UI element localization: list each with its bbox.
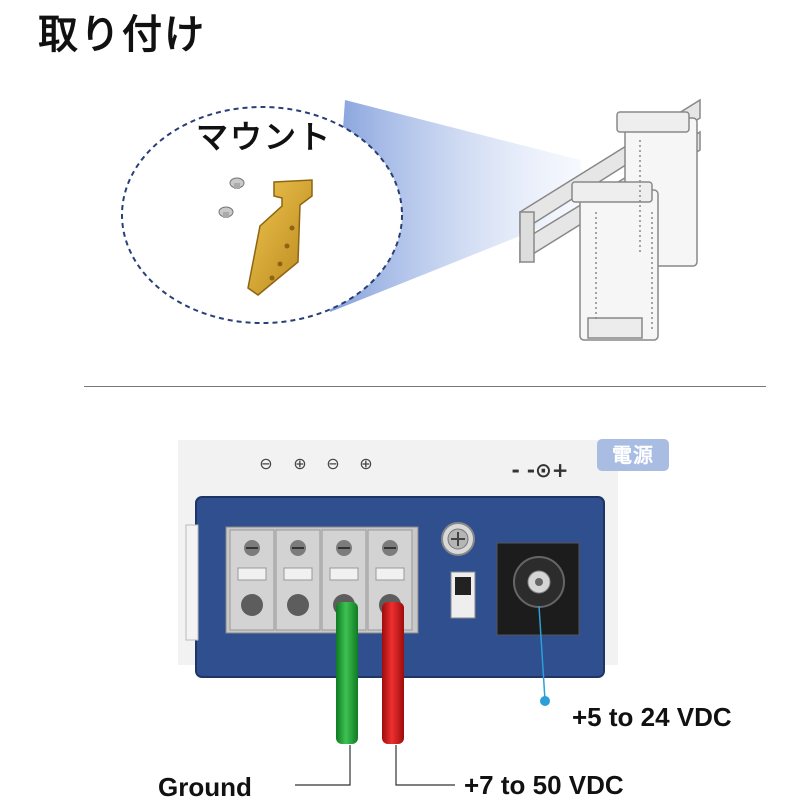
terminal-voltage-label: +7 to 50 VDC [464, 770, 624, 800]
dc-jack-pointer [538, 605, 550, 706]
positive-wire [382, 602, 404, 744]
polarity-plus-2: ⊕ [359, 454, 372, 473]
slide-switch [450, 571, 476, 619]
ground-leader-line [295, 745, 351, 786]
mount-callout-circle [121, 106, 403, 324]
ground-wire [336, 602, 358, 744]
polarity-symbols: ⊖ ⊕ ⊖ ⊕ [259, 454, 372, 473]
dc-jack [496, 542, 580, 636]
screw-icon [229, 177, 245, 189]
polarity-plus-1: ⊕ [293, 454, 306, 473]
dc-jack-symbol: - -⊙+ [511, 458, 568, 482]
power-badge: 電源 [597, 439, 669, 471]
mount-callout-label: マウント [196, 118, 333, 156]
magnify-beam [330, 100, 585, 312]
din-rail-modules-illustration [519, 98, 701, 341]
screw-icon [218, 206, 234, 218]
mounting-bracket [247, 179, 313, 296]
voltage-leader-line [395, 745, 455, 786]
dc-jack-voltage-label: +5 to 24 VDC [572, 702, 732, 732]
section-divider [84, 386, 766, 387]
polarity-minus-2: ⊖ [326, 454, 339, 473]
page-title: 取り付け [38, 12, 206, 58]
ground-screw-icon [441, 522, 475, 556]
ground-label: Ground [158, 772, 252, 802]
polarity-minus-1: ⊖ [259, 454, 272, 473]
